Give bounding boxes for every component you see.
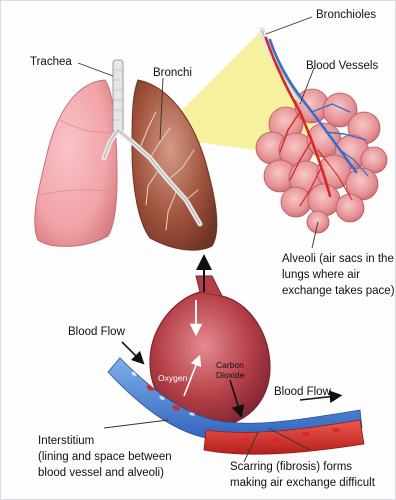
- label-scarring-line1: Scarring (fibrosis) forms: [230, 460, 352, 474]
- label-interstitium-line3: blood vessel and alveoli): [38, 466, 164, 480]
- label-blood-flow-left: Blood Flow: [68, 325, 125, 339]
- trachea: [113, 60, 123, 132]
- label-alveoli-line2: lungs where air: [282, 268, 360, 282]
- label-scarring-line2: making air exchange difficult: [230, 476, 375, 490]
- alveoli-cluster: [256, 89, 387, 233]
- label-interstitium-line1: Interstitium: [38, 434, 94, 448]
- label-blood-flow-right: Blood Flow: [274, 385, 331, 399]
- label-alveoli-line1: Alveoli (air sacs in the: [282, 252, 394, 266]
- label-bronchi: Bronchi: [153, 66, 192, 80]
- label-interstitium-line2: (lining and space between: [38, 450, 172, 464]
- label-carbon-dioxide-line1: Carbon: [216, 360, 244, 370]
- label-alveoli-line3: exchange takes pace): [282, 284, 395, 298]
- label-trachea: Trachea: [30, 55, 72, 69]
- label-carbon-dioxide-line2: Dioxide: [216, 370, 244, 380]
- label-bronchioles: Bronchioles: [316, 8, 376, 22]
- label-oxygen: Oxygen: [158, 371, 187, 385]
- healthy-lung: [35, 80, 117, 246]
- blood-flow-arrow-left: [122, 342, 140, 360]
- label-blood-vessels: Blood Vessels: [306, 59, 378, 73]
